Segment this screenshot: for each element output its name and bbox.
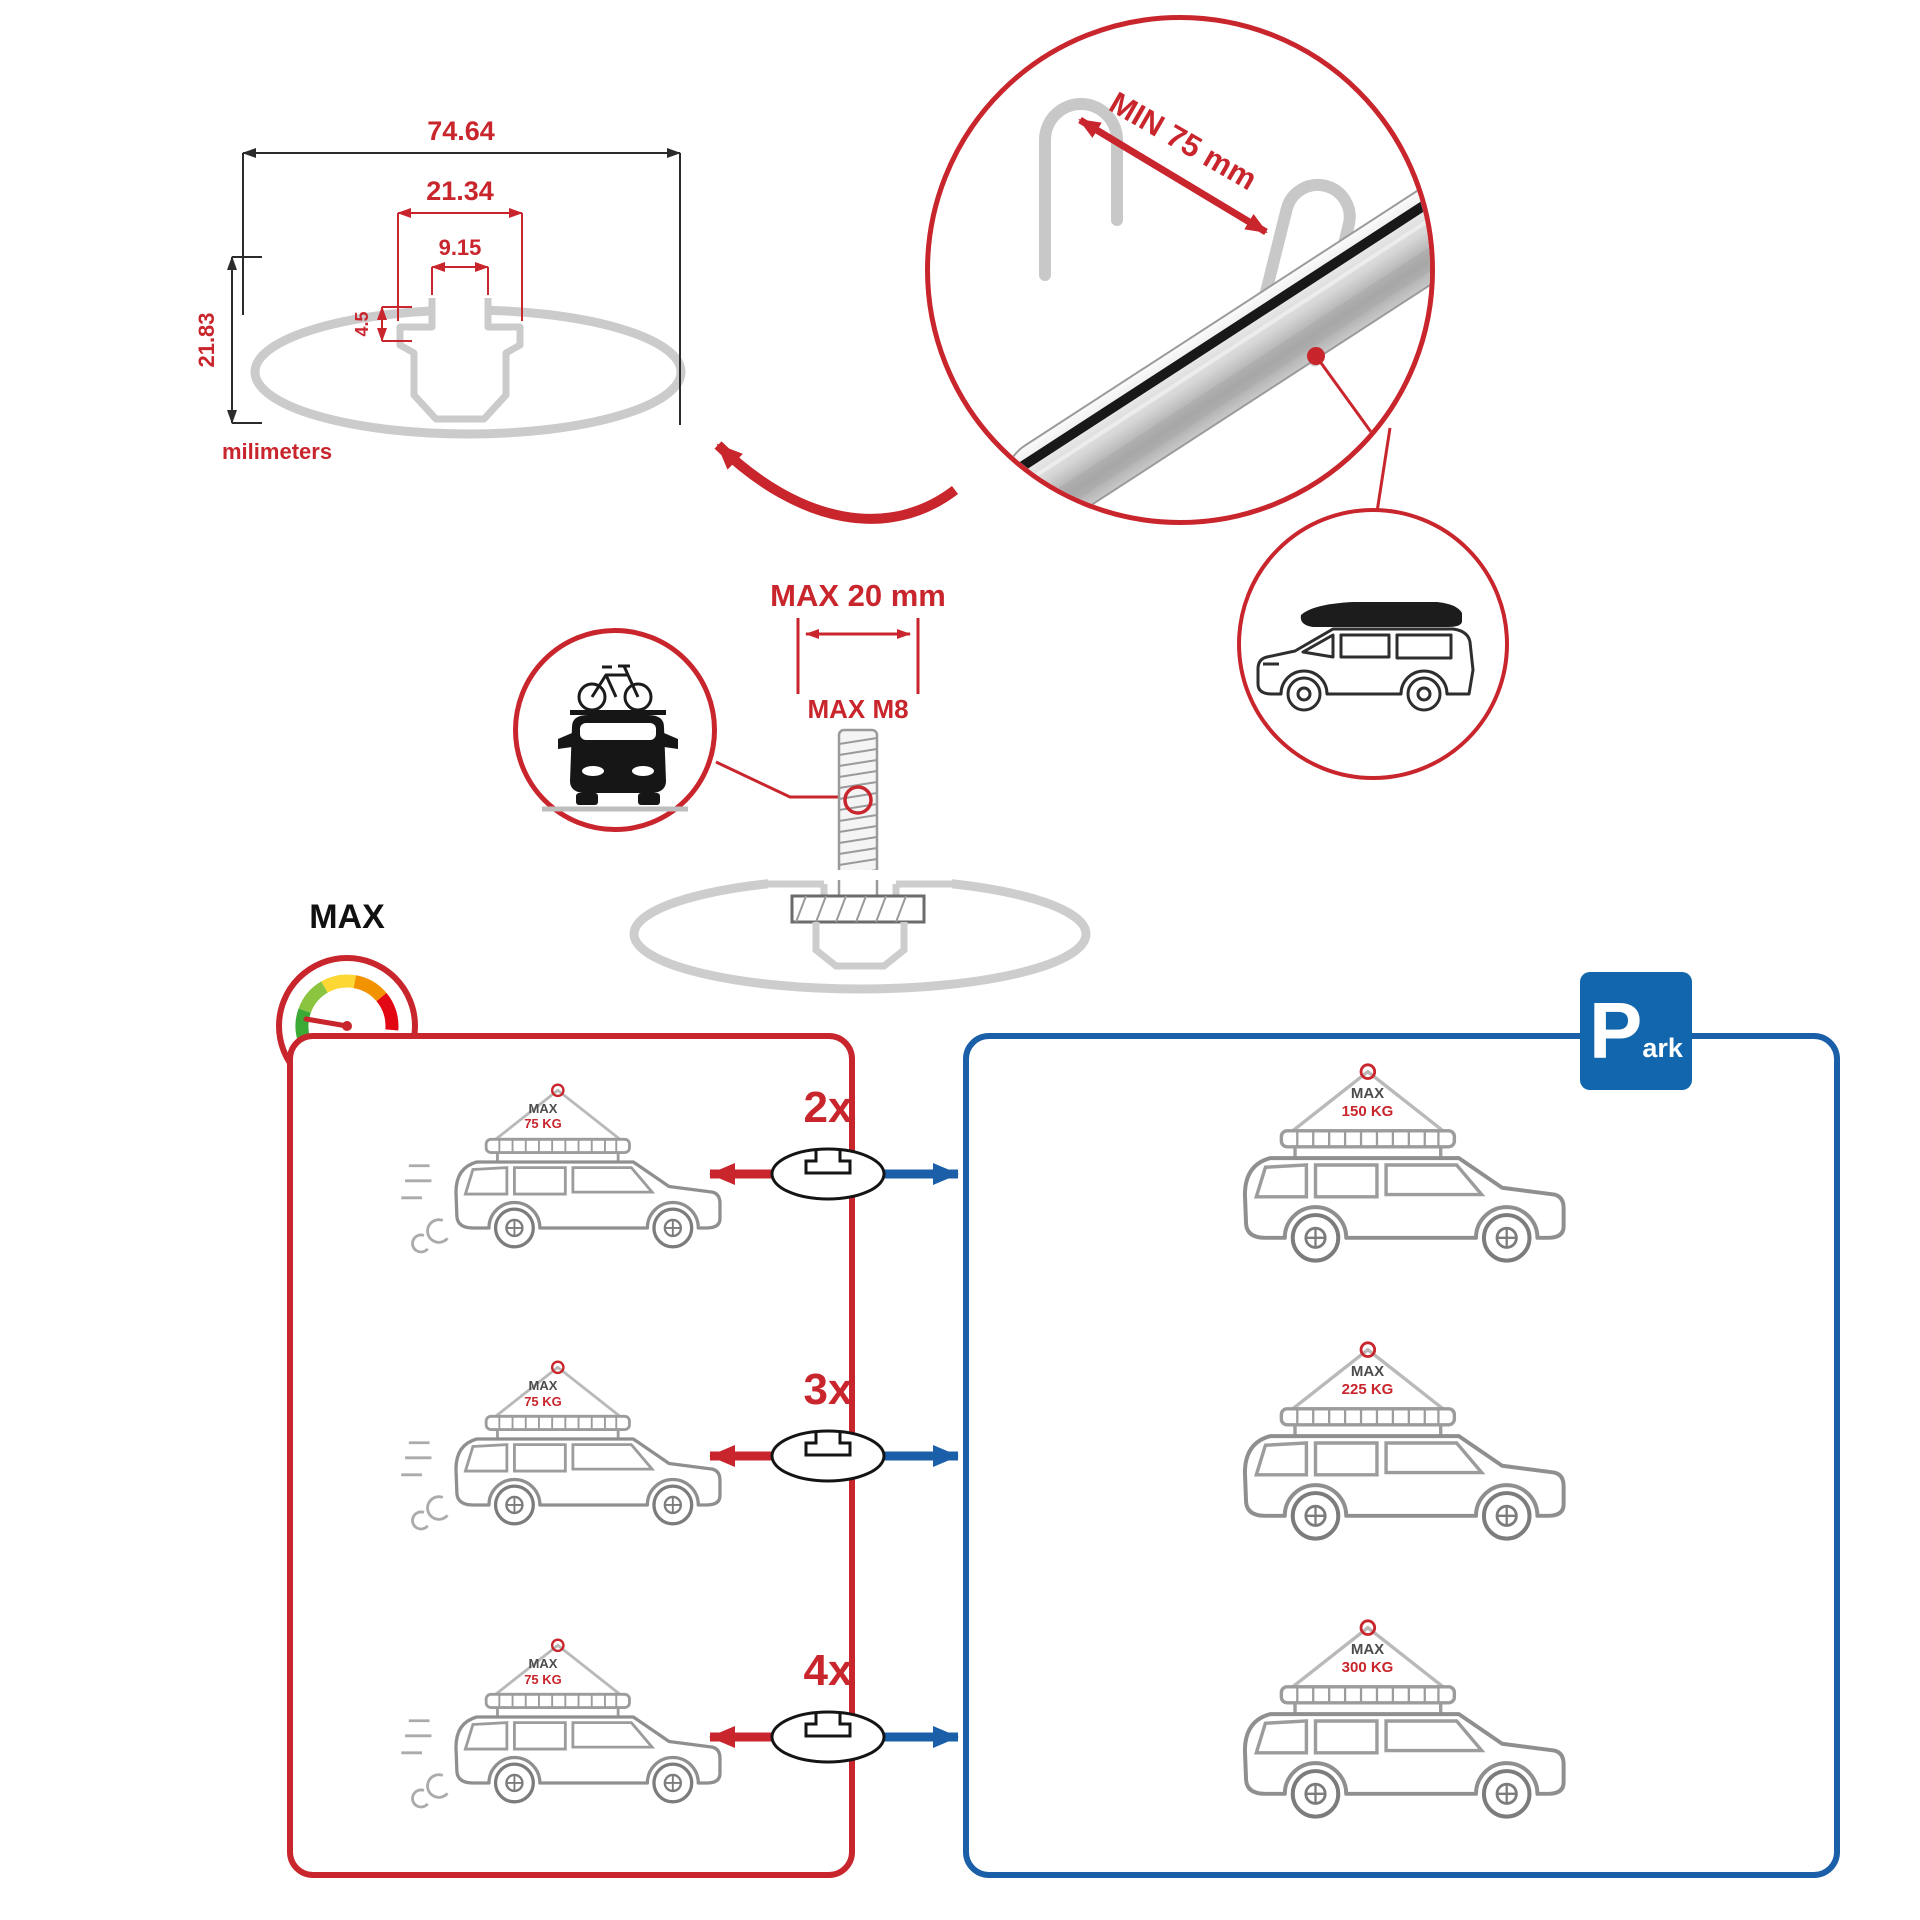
parked-car-3: MAX 300 KG <box>1197 1614 1607 1853</box>
bar-cross-section-profile <box>250 298 686 439</box>
suv-with-roofbox-illustration <box>1256 602 1475 712</box>
t-slot-channel <box>629 870 1091 994</box>
roof-load-label: MAX 150 KG <box>1318 1085 1418 1121</box>
bar-quantity-column: 2x 3x 4x <box>709 1083 959 1764</box>
crossbar-render: MIN 75 mm <box>987 85 1430 520</box>
quantity-label: 2x <box>804 1083 853 1132</box>
dim-channel-width <box>397 208 523 321</box>
load-max-text: MAX <box>528 1378 558 1394</box>
load-value-text: 225 KG <box>1341 1380 1394 1398</box>
detail-callout-arrow <box>714 441 959 524</box>
units-label: milimeters <box>222 439 332 464</box>
bolt-max-length-label: MAX 20 mm <box>770 578 946 613</box>
crossbar-dimension-drawing: 74.64 21.34 9.15 21.83 4.5 milimeters <box>194 116 686 464</box>
dim-slot-width <box>431 262 489 295</box>
load-value-text: 75 KG <box>524 1671 562 1687</box>
load-max-text: MAX <box>528 1656 558 1672</box>
roof-load-label: MAX 225 KG <box>1318 1363 1418 1399</box>
quantity-label: 4x <box>804 1646 853 1695</box>
roof-load-label: MAX 75 KG <box>497 1378 589 1409</box>
parked-load-panel: MAX 150 KG MAX 225 KG MAX 300 KG <box>963 1033 1840 1878</box>
dim-lip-height-value: 4.5 <box>352 311 372 336</box>
dim-total-width <box>242 148 681 425</box>
threaded-bolt <box>837 728 879 882</box>
parked-car-2: MAX 225 KG <box>1197 1336 1607 1575</box>
roof-box <box>1300 602 1462 627</box>
quantity-label: 3x <box>804 1365 853 1414</box>
quantity-row-2: 3x <box>709 1365 959 1483</box>
leader-to-bolt <box>715 760 842 799</box>
bike-on-roof-circle <box>513 628 717 832</box>
roof-load-label: MAX 300 KG <box>1318 1641 1418 1677</box>
load-value-text: 150 KG <box>1341 1103 1394 1121</box>
car-front-with-bike <box>542 664 688 812</box>
bolt-width-dim <box>796 618 920 694</box>
min-span-arrow <box>1078 117 1268 235</box>
load-value-text: 300 KG <box>1341 1658 1394 1676</box>
driving-car-3: MAX 75 KG <box>401 1634 741 1832</box>
load-max-text: MAX <box>528 1100 558 1116</box>
dim-slot-width-value: 9.15 <box>439 235 482 260</box>
driving-car-2: MAX 75 KG <box>401 1356 741 1554</box>
quantity-row-1: 2x <box>709 1083 959 1201</box>
dim-channel-width-value: 21.34 <box>426 176 494 206</box>
load-max-text: MAX <box>1350 1362 1385 1380</box>
quantity-row-3: 4x <box>709 1646 959 1764</box>
roof-load-label: MAX 75 KG <box>497 1656 589 1687</box>
roof-load-label: MAX 75 KG <box>497 1101 589 1132</box>
parking-sign-rest: ark <box>1642 1032 1683 1063</box>
dim-lip-height <box>377 306 412 342</box>
load-max-text: MAX <box>1350 1640 1385 1658</box>
bolt-pointer-ring <box>843 785 873 815</box>
load-max-text: MAX <box>1350 1085 1385 1103</box>
t-bolt-diagram: MAX 20 mm MAX M8 <box>629 578 1091 994</box>
crossbar-detail-circle: MIN 75 mm <box>925 15 1435 525</box>
car-front-icon <box>558 715 678 805</box>
bolt-thread-label: MAX M8 <box>807 694 908 724</box>
speed-max-text: MAX <box>309 898 385 936</box>
parking-sign-letter: P <box>1589 986 1643 1075</box>
driving-car-1: MAX 75 KG <box>401 1079 741 1277</box>
gauge-arcs <box>295 974 399 1044</box>
speed-limit-max-label: MAX <box>272 898 422 937</box>
leader-to-vehicle-circle <box>1375 427 1392 513</box>
roof-bar <box>570 710 666 715</box>
vehicle-example-circle <box>1237 508 1509 780</box>
load-value-text: 75 KG <box>524 1116 562 1132</box>
gauge-needle <box>303 1016 350 1029</box>
load-value-text: 75 KG <box>524 1394 562 1410</box>
dim-total-width-value: 74.64 <box>427 116 495 146</box>
roof-rail-strap-rear <box>1039 98 1123 281</box>
dim-total-height-value: 21.83 <box>194 312 219 367</box>
roof-rail-strap-front <box>1246 178 1356 367</box>
dim-total-height <box>227 256 262 424</box>
suv-body <box>1256 627 1475 696</box>
parked-car-1: MAX 150 KG <box>1197 1058 1607 1297</box>
